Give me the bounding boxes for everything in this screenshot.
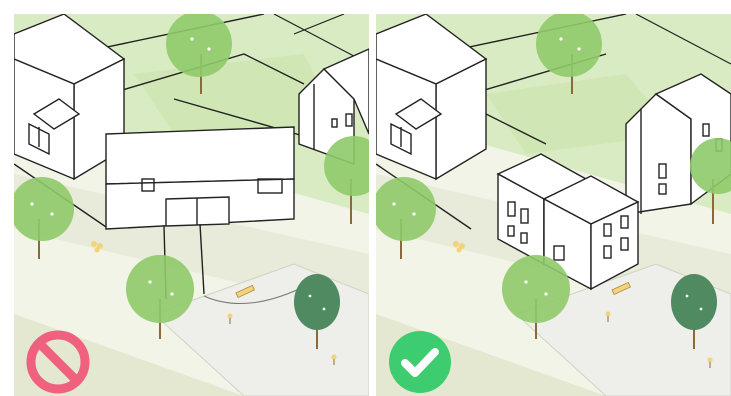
- checkmark-icon: [388, 330, 452, 394]
- tree: [14, 177, 74, 259]
- good-example-panel: [376, 14, 731, 396]
- bad-example-panel: [14, 14, 369, 396]
- prohibited-icon: [26, 330, 90, 394]
- tree: [376, 177, 436, 259]
